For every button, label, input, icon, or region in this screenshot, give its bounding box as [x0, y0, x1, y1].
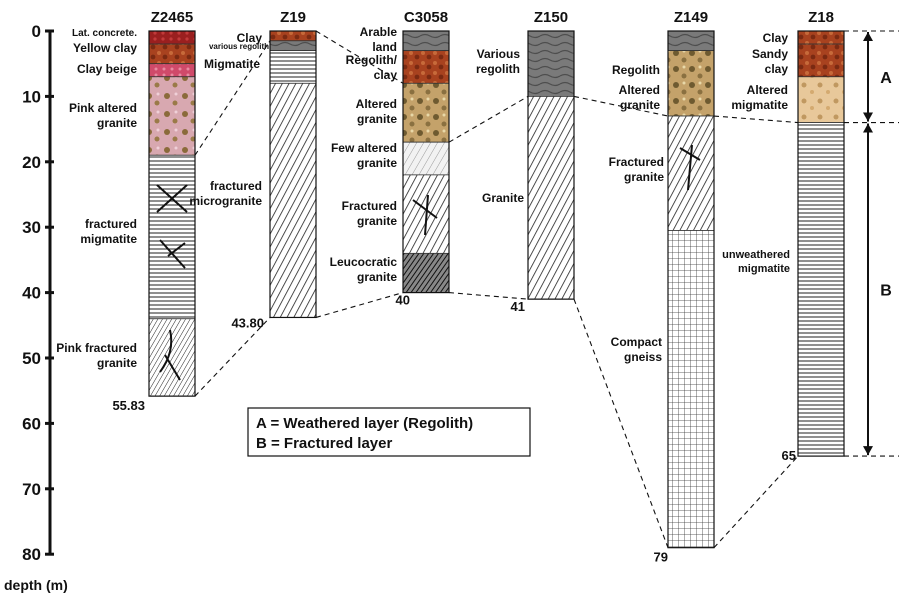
layer-label: Pink alteredgranite: [69, 101, 137, 130]
layer-label: Alteredgranite: [619, 83, 661, 112]
borehole-id-label: Z18: [808, 9, 834, 26]
borehole-z2465: Z2465Lat. concrete. Yellow clayClay beige…: [56, 9, 195, 413]
zone-brackets: AB: [863, 32, 896, 455]
layer-fill: [403, 253, 449, 292]
layer-label: various regolith: [209, 42, 269, 51]
borehole-z18: Z18ClaySandyclayAlteredmigmatite unweathe…: [722, 9, 844, 463]
depth-tick-label: 50: [22, 349, 41, 368]
total-depth-label: 41: [511, 299, 525, 314]
layer-label: Few alteredgranite: [331, 141, 397, 170]
depth-tick-label: 10: [22, 87, 41, 106]
correlation-line: [714, 456, 798, 548]
layer-fill: [149, 31, 195, 44]
zone-arrow-down: [863, 113, 873, 122]
borehole-id-label: Z19: [280, 9, 306, 26]
boreholes: Z2465Lat. concrete. Yellow clayClay beige…: [56, 9, 844, 565]
depth-axis-label: depth (m): [4, 577, 68, 593]
layer-fill: [149, 155, 195, 319]
borehole-id-label: Z149: [674, 9, 708, 26]
depth-tick-label: 60: [22, 414, 41, 433]
layer-fill: [270, 31, 316, 41]
borehole-z150: Z150VariousregolithGranite 41: [476, 9, 574, 314]
layer-label: fracturedmicrogranite: [189, 179, 262, 208]
layer-fill: [528, 31, 574, 96]
layer-fill: [149, 44, 195, 64]
layer-fill: [149, 319, 195, 396]
layer-fill: [403, 83, 449, 142]
layer-label: Sandyclay: [752, 47, 788, 76]
layer-label: Pink fracturedgranite: [56, 341, 137, 370]
layer-label: Lat. concrete.: [72, 28, 137, 39]
layer-label: Granite: [482, 191, 524, 205]
depth-tick-label: 40: [22, 284, 41, 303]
layer-label: Variousregolith: [476, 47, 520, 76]
layer-label: Yellow clay: [73, 41, 137, 55]
borehole-c3058: C3058ArablelandRegolith/clayAlteredgrani…: [330, 9, 449, 308]
borehole-id-label: Z2465: [151, 9, 194, 26]
borehole-id-label: C3058: [404, 9, 448, 26]
layer-label: Alteredmigmatite: [731, 83, 788, 112]
layer-fill: [798, 44, 844, 77]
layer-label: Clay beige: [77, 62, 137, 76]
layer-label: Migmatite: [204, 57, 260, 71]
total-depth-label: 40: [396, 293, 410, 308]
layer-label: Alteredgranite: [356, 97, 398, 126]
zone-label: A: [880, 70, 892, 87]
layer-fill: [270, 83, 316, 317]
layer-label: Clay: [763, 31, 789, 45]
depth-tick-label: 30: [22, 218, 41, 237]
total-depth-label: 79: [654, 550, 668, 565]
correlation-line: [449, 96, 528, 142]
layer-fill: [270, 41, 316, 51]
layer-fill: [528, 96, 574, 299]
layer-fill: [403, 51, 449, 84]
zone-arrow-up: [863, 124, 873, 133]
correlation-line: [714, 116, 798, 123]
depth-axis: 0 10 20 30 40 50 60 70 80: [22, 22, 54, 564]
layer-label: Leucocraticgranite: [330, 255, 398, 284]
layer-fill: [403, 31, 449, 51]
total-depth-label: 65: [782, 448, 796, 463]
total-depth-label: 55.83: [112, 398, 145, 413]
zone-label: B: [880, 282, 892, 299]
depth-tick-label: 80: [22, 545, 41, 564]
layer-fill: [798, 77, 844, 123]
zone-arrow-up: [863, 32, 873, 41]
layer-fill: [668, 116, 714, 230]
correlation-line: [316, 293, 403, 318]
depth-tick-label: 20: [22, 153, 41, 172]
borehole-id-label: Z150: [534, 9, 568, 26]
layer-fill: [668, 230, 714, 547]
layer-label: Arableland: [360, 25, 398, 54]
layer-fill: [403, 142, 449, 175]
legend: A = Weathered layer (Regolith) B = Fract…: [248, 408, 530, 456]
layer-fill: [149, 77, 195, 155]
layer-fill: [668, 51, 714, 116]
layer-fill: [798, 123, 844, 457]
layer-fill: [798, 31, 844, 44]
legend-line-b: B = Fractured layer: [256, 435, 392, 452]
layer-fill: [668, 31, 714, 51]
layer-label: Fracturedgranite: [342, 199, 398, 228]
layer-label: Compactgneiss: [611, 335, 663, 364]
borehole-z19: Z19Clayvarious regolithMigmatitefracture…: [189, 9, 316, 330]
layer-label: unweatheredmigmatite: [722, 249, 790, 275]
zone-arrow-down: [863, 446, 873, 455]
layer-label: Fracturedgranite: [609, 155, 665, 184]
borehole-z149: Z149RegolithAlteredgraniteFracturedgrani…: [609, 9, 714, 565]
layer-fill: [149, 64, 195, 77]
layer-label: Regolith: [612, 63, 660, 77]
layer-label: Regolith/clay: [346, 53, 398, 82]
layer-fill: [270, 51, 316, 84]
depth-tick-label: 70: [22, 480, 41, 499]
legend-line-a: A = Weathered layer (Regolith): [256, 415, 473, 432]
layer-label: fracturedmigmatite: [80, 217, 137, 246]
depth-tick-label: 0: [32, 22, 41, 41]
total-depth-label: 43.80: [231, 315, 264, 330]
